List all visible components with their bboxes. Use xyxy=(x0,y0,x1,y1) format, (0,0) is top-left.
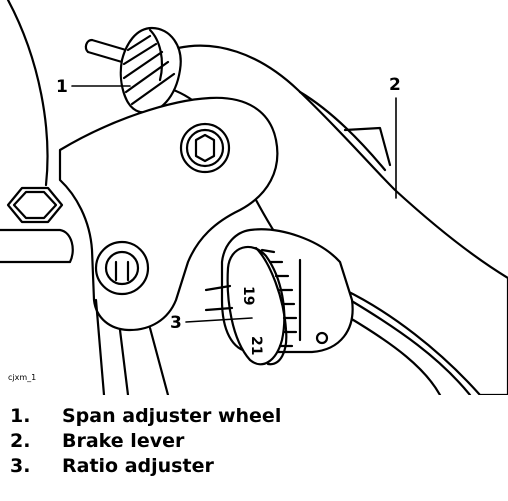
legend-number: 2. xyxy=(10,430,31,452)
legend-label: Brake lever xyxy=(62,430,185,452)
ratio-adjuster-dial xyxy=(204,246,298,366)
legend-label: Ratio adjuster xyxy=(62,455,214,477)
legend-number: 3. xyxy=(10,455,31,477)
figure-reference-code: cjxm_1 xyxy=(8,373,36,382)
legend: 1. Span adjuster wheel 2. Brake lever 3.… xyxy=(10,405,490,480)
brake-lever-diagram: 19 21 1 2 3 cjxm_1 xyxy=(0,0,508,397)
clamp-bolt xyxy=(0,186,74,264)
dial-number-19: 19 xyxy=(240,286,256,305)
legend-number: 1. xyxy=(10,405,31,427)
legend-label: Span adjuster wheel xyxy=(62,405,282,427)
handlebar-outline xyxy=(6,0,49,187)
dial-number-21: 21 xyxy=(248,336,264,355)
callout-number-3: 3 xyxy=(170,313,182,333)
span-adjuster-wheel xyxy=(84,26,182,114)
circlip xyxy=(94,240,150,296)
legend-item: 1. Span adjuster wheel xyxy=(10,405,490,430)
legend-item: 2. Brake lever xyxy=(10,430,490,455)
legend-item: 3. Ratio adjuster xyxy=(10,455,490,480)
callout-leader-3 xyxy=(185,317,253,323)
callout-number-2: 2 xyxy=(389,75,401,95)
callout-number-1: 1 xyxy=(56,77,68,97)
pivot-bolt xyxy=(179,122,231,174)
